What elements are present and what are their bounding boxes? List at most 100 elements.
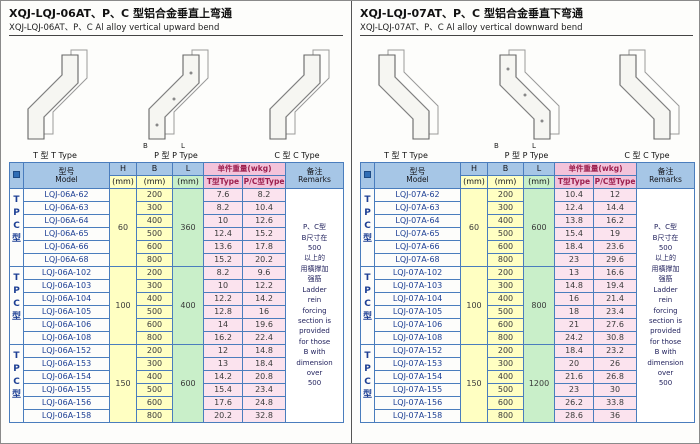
model-cell: LQJ-06A-155 (23, 383, 110, 397)
model-cell: LQJ-06A-103 (23, 279, 110, 293)
t-weight-cell: 15.4 (554, 227, 594, 241)
t-weight-cell: 21 (554, 318, 594, 332)
drawing-c-type: C 型 C Type (603, 49, 691, 161)
t-weight-cell: 12.8 (203, 305, 243, 319)
type-letter: 型 (362, 390, 372, 400)
b-value-cell: 400 (136, 214, 173, 228)
remarks-line: forcing (302, 306, 327, 315)
drawing-t-type: T 型 T Type (11, 49, 99, 161)
t-weight-cell: 12 (203, 344, 243, 358)
type-letter: 型 (11, 234, 21, 244)
model-header-en: Model (55, 174, 78, 184)
model-header-cn: 型号 (409, 166, 426, 176)
corner-glyph-icon (364, 170, 371, 178)
panel-upward-bend: XQJ-LQJ-06AT、P、C 型铝合金垂直上弯通 XQJ-LQJ-06AT、… (1, 1, 351, 443)
h-value-cell: 150 (460, 344, 488, 423)
l-unit: (mm) (172, 175, 204, 189)
l-value-cell: 360 (172, 188, 204, 267)
t-weight-cell: 15.4 (203, 383, 243, 397)
pc-weight-cell: 20.2 (241, 253, 287, 267)
remarks-line: P、C型 (653, 223, 678, 232)
drawing-label-t-type: T 型 T Type (384, 151, 428, 160)
remarks-line: B with (654, 348, 677, 357)
model-cell: LQJ-06A-63 (23, 201, 110, 215)
model-cell: LQJ-06A-65 (23, 227, 110, 241)
b-value-cell: 600 (487, 318, 524, 332)
pc-weight-cell: 36 (592, 409, 638, 423)
remarks-line: for those (649, 337, 682, 346)
b-value-cell: 400 (136, 370, 173, 384)
b-value-cell: 800 (136, 409, 173, 423)
b-value-cell: 500 (136, 227, 173, 241)
pc-weight-cell: 30.8 (592, 331, 638, 345)
remarks-line: rein (658, 296, 673, 305)
remarks-line: dimension (296, 358, 333, 367)
type-letter: C (364, 377, 371, 387)
remarks-line: 以上的 (655, 254, 677, 263)
pc-weight-cell: 15.2 (241, 227, 287, 241)
t-type-col-header: T型Type (554, 175, 594, 189)
type-letter: P (364, 286, 371, 296)
model-cell: LQJ-07A-104 (374, 292, 461, 306)
pc-weight-cell: 30 (592, 383, 638, 397)
t-weight-cell: 18 (554, 305, 594, 319)
remarks-line: 用橫撑加 (300, 264, 329, 273)
t-weight-cell: 14.2 (203, 370, 243, 384)
t-weight-cell: 26.2 (554, 396, 594, 410)
h-header: H (109, 162, 137, 176)
t-weight-cell: 14.8 (554, 279, 594, 293)
remarks-line: section is (649, 316, 683, 325)
b-value-cell: 800 (487, 331, 524, 345)
remarks-line: provided (299, 327, 330, 336)
t-weight-cell: 16 (554, 292, 594, 306)
drawing-label-t-type: T 型 T Type (33, 151, 77, 160)
type-letter: T (13, 195, 20, 205)
l-unit: (mm) (523, 175, 555, 189)
model-cell: LQJ-07A-154 (374, 370, 461, 384)
remarks-line: 500 (658, 244, 673, 253)
model-cell: LQJ-07A-64 (374, 214, 461, 228)
type-letter: P (364, 364, 371, 374)
pc-weight-cell: 22.4 (241, 331, 287, 345)
h-value-cell: 100 (460, 266, 488, 345)
svg-text:B: B (143, 142, 148, 149)
l-header: L (172, 162, 204, 176)
model-cell: LQJ-07A-65 (374, 227, 461, 241)
panel-title-cn: XQJ-LQJ-07AT、P、C 型铝合金垂直下弯通 (360, 7, 583, 20)
pc-weight-cell: 19 (592, 227, 638, 241)
b-header: B (136, 162, 173, 176)
pc-weight-cell: 12.6 (241, 214, 287, 228)
remarks-line: 以上的 (304, 254, 326, 263)
model-cell: LQJ-07A-62 (374, 188, 461, 202)
t-type-figure (11, 49, 99, 149)
t-type-figure (362, 49, 450, 149)
model-cell: LQJ-06A-105 (23, 305, 110, 319)
svg-text:B: B (494, 142, 499, 149)
panel-title-en: XQJ-LQJ-06AT、P、C Al alloy vertical upwar… (9, 21, 343, 36)
remarks-line: 500 (307, 244, 322, 253)
remarks-line: dimension (647, 358, 684, 367)
drawing-t-type: T 型 T Type (362, 49, 450, 161)
b-value-cell: 600 (487, 396, 524, 410)
b-value-cell: 300 (136, 201, 173, 215)
type-letter: 型 (11, 312, 21, 322)
remarks-line: provided (650, 327, 681, 336)
remarks-line: forcing (653, 306, 678, 315)
model-cell: LQJ-07A-68 (374, 253, 461, 267)
